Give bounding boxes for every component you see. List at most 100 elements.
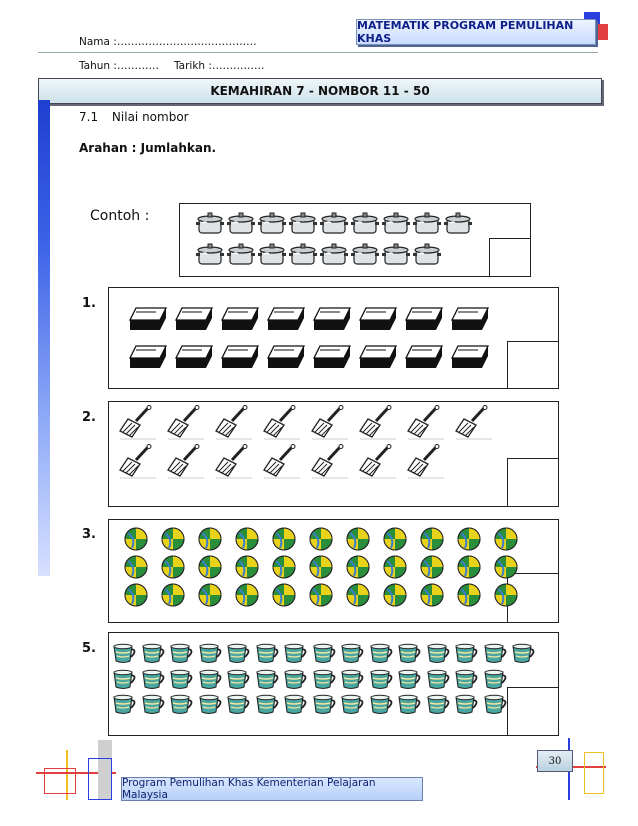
cup-icon (312, 694, 341, 719)
broom-icon (262, 405, 310, 443)
ball-icon (235, 555, 272, 583)
cooking-pot-icon (227, 211, 258, 239)
ball-icon (457, 555, 494, 583)
cup-icon (112, 643, 141, 668)
cup-icon (397, 694, 426, 719)
ball-icon (457, 583, 494, 611)
ball-icon (383, 555, 420, 583)
eraser-row (128, 342, 496, 372)
ball-icon (272, 583, 309, 611)
cooking-pot-icon (382, 242, 413, 270)
name-field[interactable]: Nama :…………………….…………… (79, 36, 257, 48)
cup-icon (340, 669, 369, 694)
divider (38, 52, 598, 53)
cooking-pot-icon (382, 211, 413, 239)
example-answer-box[interactable] (489, 238, 531, 277)
eraser-icon (404, 304, 450, 334)
cup-icon (454, 669, 483, 694)
cup-icon (198, 643, 227, 668)
answer-box-2[interactable] (507, 458, 559, 507)
section-heading: 7.1 Nilai nombor (79, 110, 189, 124)
eraser-icon (358, 304, 404, 334)
cup-icon (511, 643, 540, 668)
eraser-icon (358, 342, 404, 372)
eraser-icon (220, 304, 266, 334)
ball-icon (161, 555, 198, 583)
cup-icon (255, 643, 284, 668)
instruction: Arahan : Jumlahkan. (79, 141, 217, 155)
date-field[interactable]: Tarikh :…………… (174, 60, 265, 72)
ball-icon (161, 527, 198, 555)
cooking-pot-icon (196, 211, 227, 239)
cup-icon (312, 669, 341, 694)
question-box-1 (108, 287, 559, 389)
eraser-icon (450, 304, 496, 334)
corner-decoration-bottom-left (36, 738, 126, 802)
cup-icon (369, 669, 398, 694)
cup-icon (454, 694, 483, 719)
cup-icon (141, 669, 170, 694)
broom-icon (166, 444, 214, 482)
ball-icon (346, 527, 383, 555)
broom-row (118, 444, 454, 482)
section-number: 7.1 (79, 110, 99, 124)
year-field[interactable]: Tahun :………… (79, 60, 159, 72)
ball-row (124, 527, 531, 555)
cup-icon (283, 643, 312, 668)
cup-icon (369, 643, 398, 668)
cup-icon (169, 694, 198, 719)
broom-icon (118, 405, 166, 443)
ball-icon (309, 583, 346, 611)
ball-icon (494, 555, 531, 583)
cooking-pot-icon (289, 242, 320, 270)
question-label-5: 5. (82, 641, 96, 656)
answer-box-1[interactable] (507, 341, 559, 389)
eraser-icon (312, 342, 358, 372)
cooking-pot-icon (444, 211, 475, 239)
cup-row (112, 669, 511, 694)
cooking-pot-icon (413, 242, 444, 270)
ball-icon (198, 527, 235, 555)
broom-icon (214, 405, 262, 443)
ball-row (124, 583, 531, 611)
cup-icon (226, 643, 255, 668)
skill-title-bar: KEMAHIRAN 7 - NOMBOR 11 - 50 (38, 78, 602, 104)
ball-icon (198, 583, 235, 611)
answer-box-5[interactable] (507, 687, 559, 736)
ball-icon (198, 555, 235, 583)
cup-icon (483, 643, 512, 668)
broom-icon (310, 405, 358, 443)
cup-icon (426, 643, 455, 668)
ball-icon (309, 527, 346, 555)
cooking-pot-icon (258, 211, 289, 239)
ball-icon (346, 583, 383, 611)
cup-icon (426, 669, 455, 694)
ball-icon (309, 555, 346, 583)
ball-icon (383, 583, 420, 611)
question-label-2: 2. (82, 410, 96, 425)
cup-icon (483, 669, 512, 694)
cup-icon (483, 694, 512, 719)
cup-icon (397, 643, 426, 668)
section-title: Nilai nombor (111, 110, 189, 124)
ball-icon (420, 583, 457, 611)
example-label: Contoh : (90, 208, 150, 224)
ball-icon (494, 583, 531, 611)
example-row (196, 242, 444, 270)
eraser-icon (450, 342, 496, 372)
cup-icon (283, 669, 312, 694)
eraser-row (128, 304, 496, 334)
program-title: MATEMATIK PROGRAM PEMULIHAN KHAS (357, 19, 574, 45)
broom-icon (454, 405, 502, 443)
ball-icon (346, 555, 383, 583)
cup-icon (226, 694, 255, 719)
broom-row (118, 405, 502, 443)
example-row (196, 211, 475, 239)
eraser-icon (266, 342, 312, 372)
cup-icon (255, 669, 284, 694)
eraser-icon (312, 304, 358, 334)
ball-icon (420, 527, 457, 555)
ball-icon (235, 527, 272, 555)
ball-icon (420, 555, 457, 583)
cup-icon (226, 669, 255, 694)
